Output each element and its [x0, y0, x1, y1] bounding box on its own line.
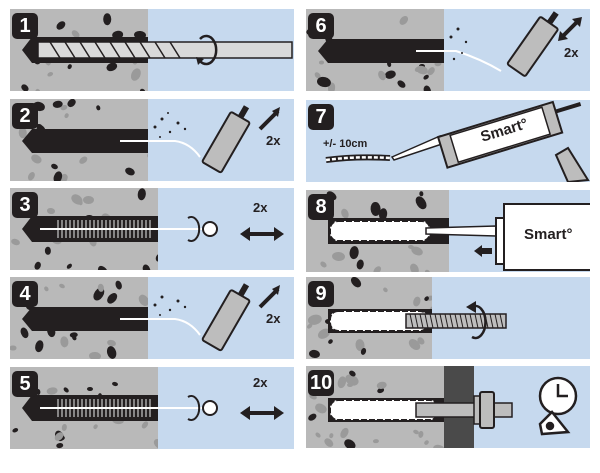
repeat-count: 2x — [564, 45, 579, 60]
step-number: 7 — [308, 104, 334, 130]
step-number: 1 — [12, 13, 38, 39]
drill-bit-illustration — [22, 34, 293, 66]
step-number: 3 — [12, 192, 38, 218]
brand-logo: Smart° — [524, 226, 573, 243]
step-5-brush-clean: 2x 5 — [10, 367, 294, 449]
measure-label: +/- 10cm — [323, 138, 368, 150]
step-number: 2 — [12, 103, 38, 129]
step-1-drill-hole: 1 — [10, 9, 294, 91]
step-2-blow-out: 2x 2 — [10, 99, 294, 181]
step-number: 9 — [308, 281, 334, 307]
step-3-brush-clean: 2x 3 — [10, 188, 294, 270]
step-9-insert-rod: 9 — [306, 277, 590, 359]
nut — [479, 391, 495, 429]
step-number: 5 — [12, 371, 38, 397]
arrow-left-icon — [474, 245, 492, 257]
threaded-rod-illustration — [328, 301, 507, 340]
step-number: 4 — [12, 281, 38, 307]
rotate-icon — [199, 34, 218, 66]
repeat-count: 2x — [253, 375, 268, 390]
step-4-blow-out: 2x 4 — [10, 277, 294, 359]
step-number: 10 — [308, 370, 335, 396]
blow-pump-illustration — [22, 283, 280, 352]
blow-pump-illustration — [22, 105, 280, 174]
step-7-dispense-waste: Smart° +/- 10cm 7 — [306, 100, 590, 182]
repeat-count: 2x — [266, 133, 281, 148]
repeat-count: 2x — [266, 311, 281, 326]
gun-handle — [554, 146, 590, 182]
step-number: 8 — [308, 194, 334, 220]
double-arrow-icon — [240, 227, 284, 241]
rotate-icon — [471, 304, 487, 340]
double-arrow-icon — [560, 19, 580, 39]
step-8-inject-resin: Smart° 8 — [306, 190, 590, 272]
repeat-count: 2x — [253, 200, 268, 215]
clock-icon — [538, 376, 578, 436]
double-arrow-icon — [240, 406, 284, 420]
blow-pump-illustration — [318, 11, 582, 77]
brush-illustration — [22, 395, 284, 421]
step-10-cure-and-fix: 10 — [306, 366, 590, 448]
step-6-blow-out: 2x 6 — [306, 9, 590, 91]
fixture-illustration — [328, 366, 578, 448]
brush-illustration — [22, 216, 284, 242]
dispensing-gun-illustration — [325, 100, 590, 182]
step-number: 6 — [308, 13, 334, 39]
injection-illustration — [328, 203, 590, 271]
